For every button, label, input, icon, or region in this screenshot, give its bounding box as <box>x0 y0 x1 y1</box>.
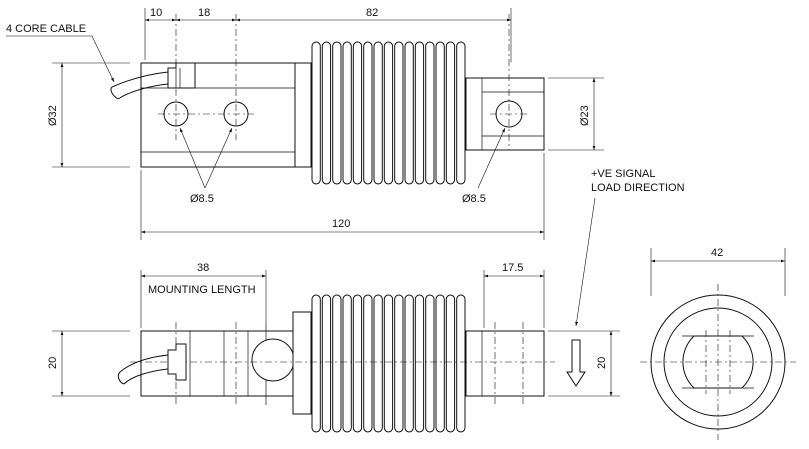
top-view-bellows <box>311 41 466 185</box>
bellows-fin <box>425 294 435 433</box>
top-view-dimensions: 10 18 82 Ø32 Ø23 Ø8.5 Ø8.5 120 4 CORE CA… <box>6 7 604 240</box>
side-view-cable <box>119 354 169 373</box>
bellows-fin <box>342 41 352 185</box>
bellows-fin <box>332 41 342 185</box>
bellows-fin <box>456 41 466 185</box>
bellows-fin <box>321 41 332 185</box>
top-view-cable <box>111 71 169 88</box>
bellows-fin <box>425 41 435 185</box>
side-view-flange <box>292 311 312 415</box>
dim-120: 120 <box>332 218 350 230</box>
signal-label-line2: LOAD DIRECTION <box>591 182 685 194</box>
dim-20-right: 20 <box>596 357 608 369</box>
bellows-fin <box>404 41 414 185</box>
side-view-dimensions: 38 MOUNTING LENGTH 17.5 20 20 +VE SIGNAL… <box>47 168 685 397</box>
bellows-fin <box>435 294 445 433</box>
mounting-length-label: MOUNTING LENGTH <box>148 284 256 296</box>
bellows-fin <box>445 294 456 433</box>
bellows-fin <box>414 294 425 433</box>
bellows-fin <box>321 294 332 433</box>
top-view-body <box>140 62 312 168</box>
bellows-fin <box>383 41 394 185</box>
dim-18: 18 <box>198 7 210 19</box>
bellows-fin <box>352 41 363 185</box>
end-view: 42 <box>640 247 796 440</box>
dim-17-5: 17.5 <box>502 262 523 274</box>
load-direction-arrow <box>566 339 586 387</box>
dim-38: 38 <box>197 262 209 274</box>
bellows-fin <box>363 41 373 185</box>
dim-dia-32: Ø32 <box>47 105 59 126</box>
bellows-fin <box>363 294 373 433</box>
bellows-fin <box>435 41 445 185</box>
bellows-fin <box>445 41 456 185</box>
bellows-fin <box>394 294 404 433</box>
side-view-bellows <box>311 294 466 433</box>
bellows-fin <box>342 294 352 433</box>
bellows-fin <box>332 294 342 433</box>
side-view-right-spigot <box>465 330 545 397</box>
dim-20-left: 20 <box>47 357 59 369</box>
bellows-fin <box>373 294 383 433</box>
dim-hole-right: Ø8.5 <box>462 193 486 205</box>
dim-10: 10 <box>150 7 162 19</box>
signal-label-line1: +VE SIGNAL <box>591 168 656 180</box>
bellows-fin <box>456 294 466 433</box>
dim-82: 82 <box>366 7 378 19</box>
dim-42: 42 <box>711 247 723 259</box>
bellows-fin <box>373 41 383 185</box>
top-view <box>110 14 545 185</box>
bellows-fin <box>414 41 425 185</box>
dim-hole-left: Ø8.5 <box>190 193 214 205</box>
cable-label: 4 CORE CABLE <box>6 23 86 35</box>
dim-dia-23: Ø23 <box>579 105 591 126</box>
bellows-fin <box>404 294 414 433</box>
bellows-fin <box>311 294 321 433</box>
top-view-flange <box>294 62 312 168</box>
bellows-fin <box>311 41 321 185</box>
bellows-fin <box>394 41 404 185</box>
side-view-cable-gland <box>167 343 187 381</box>
bellows-fin <box>352 294 363 433</box>
side-view-pin <box>251 338 295 382</box>
side-view <box>117 294 555 433</box>
bellows-fin <box>383 294 394 433</box>
